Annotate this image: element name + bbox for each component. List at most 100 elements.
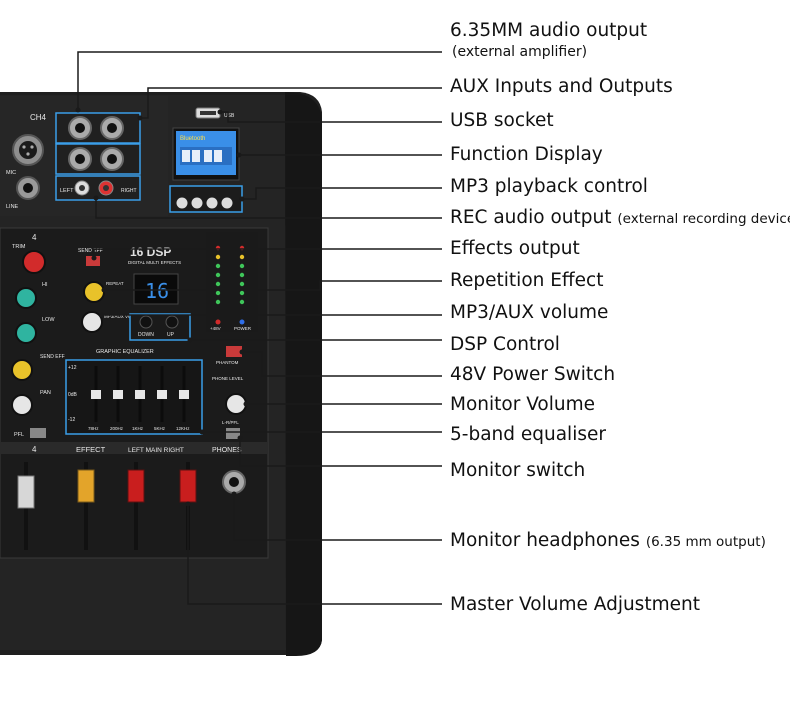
channel-number: 4 — [32, 233, 37, 242]
meter-led — [215, 263, 221, 269]
dsp-display-number: 16 — [145, 279, 169, 303]
down-label: DOWN — [138, 332, 154, 338]
display-brand: Bluetooth — [180, 136, 205, 142]
pfl-button[interactable] — [30, 428, 46, 438]
callout-dsp-control: DSP Control — [450, 334, 560, 355]
callout-monitor-switch: Monitor switch — [450, 460, 586, 481]
mp3-mode-button[interactable] — [221, 197, 233, 209]
callout-function-display: Function Display — [450, 144, 603, 165]
pfl-label: PFL — [14, 432, 24, 438]
callout-mp3-aux-volume: MP3/AUX volume — [450, 302, 609, 323]
mp3-play-button[interactable] — [206, 197, 218, 209]
effects-send-button[interactable] — [86, 256, 100, 266]
faders — [17, 462, 246, 550]
send-eff-label: SEND EFF — [40, 354, 65, 360]
main-left-fader[interactable] — [127, 469, 145, 503]
meter-led — [239, 299, 245, 305]
callout-usb-socket: USB socket — [450, 110, 554, 131]
geq-slider-3[interactable] — [157, 390, 167, 399]
line-label: LINE — [6, 204, 19, 210]
aux-jacks: LEFT RIGHT — [55, 112, 141, 201]
phone-level-label: PHONE LEVEL — [212, 376, 244, 381]
send-eff-top-label: SEND EFF — [78, 248, 103, 254]
callout-audio-output-note: (external amplifier) — [452, 44, 588, 60]
callout-mp3-control: MP3 playback control — [450, 176, 648, 197]
power-led — [239, 319, 245, 325]
ch4-strip-number: 4 — [32, 445, 37, 454]
mp3-aux-vol-knob[interactable] — [81, 311, 103, 333]
geq-slider-1[interactable] — [113, 390, 123, 399]
mp3-next-button[interactable] — [191, 197, 203, 209]
dsp-subtitle: DIGITAL MULTI EFFECTS — [128, 260, 181, 265]
geq-title: GRAPHIC EQUALIZER — [96, 349, 154, 355]
meter-power-label: POWER — [234, 326, 252, 331]
meter-led — [215, 254, 221, 260]
meter-led — [239, 254, 245, 260]
geq-slider-2[interactable] — [135, 390, 145, 399]
geq-band-label: 200Hz — [110, 426, 124, 431]
meter-led — [239, 263, 245, 269]
monitor-volume-knob[interactable] — [225, 393, 247, 415]
callout-aux-io: AUX Inputs and Outputs — [450, 76, 673, 97]
pan-knob[interactable] — [11, 394, 33, 416]
dsp-title: 16 DSP — [130, 245, 171, 259]
callout-master-volume: Master Volume Adjustment — [450, 594, 700, 615]
geq-slider-0[interactable] — [91, 390, 101, 399]
ch4-fader[interactable] — [17, 475, 35, 509]
pan-label: PAN — [40, 390, 51, 396]
phantom-switch[interactable] — [226, 346, 242, 357]
geq-band-label: 78Hz — [88, 426, 99, 431]
meter-48v-label: +48V — [210, 326, 221, 331]
phantom-led — [215, 319, 221, 325]
geq-plus-label: +12 — [68, 365, 77, 371]
low-label: LOW — [42, 317, 55, 323]
ch4-label: CH4 — [30, 113, 47, 122]
aux-left-label: LEFT — [60, 188, 74, 194]
phones-strip-label: PHONES — [212, 447, 242, 454]
send-eff-knob[interactable] — [11, 359, 33, 381]
monitor-switch[interactable] — [226, 428, 240, 439]
meter-led — [239, 281, 245, 287]
callout-audio-output: 6.35MM audio output — [450, 20, 648, 41]
trim-knob[interactable] — [22, 250, 46, 274]
meter-led — [239, 290, 245, 296]
hi-eq-knob[interactable] — [15, 287, 37, 309]
mp3-prev-button[interactable] — [176, 197, 188, 209]
callout-repetition-effect: Repetition Effect — [450, 270, 604, 291]
callout-dots — [75, 107, 249, 507]
low-eq-knob[interactable] — [15, 322, 37, 344]
geq-minus-label: -12 — [68, 417, 75, 423]
aux-right-label: RIGHT — [121, 188, 137, 194]
callout-headphones: Monitor headphones (6.35 mm output) — [450, 530, 766, 551]
callout-equaliser: 5-band equaliser — [450, 424, 606, 445]
geq-zero-label: 0dB — [68, 392, 78, 398]
meter-led — [215, 281, 221, 287]
hi-label: HI — [42, 282, 48, 288]
effect-fader[interactable] — [77, 469, 95, 503]
mic-label: MIC — [6, 170, 16, 176]
ch4-input-section: CH4 MIC LINE — [6, 113, 47, 210]
geq-band-label: 5KHz — [154, 426, 166, 431]
callout-monitor-volume: Monitor Volume — [450, 394, 596, 415]
repeat-label: REPEAT — [106, 281, 124, 286]
trim-label: TRIM — [12, 244, 26, 250]
dsp-section: 16 DSP DIGITAL MULTI EFFECTS SEND EFF RE… — [78, 245, 191, 341]
geq-slider-4[interactable] — [179, 390, 189, 399]
graphic-equalizer: GRAPHIC EQUALIZER +12 0dB -12 78Hz 200Hz 1… — [65, 349, 203, 435]
dsp-down-button[interactable] — [139, 315, 153, 329]
main-right-fader[interactable] — [179, 469, 197, 503]
main-strip-label: LEFT MAIN RIGHT — [128, 447, 184, 454]
effect-strip-label: EFFECT — [76, 445, 106, 454]
meter-led — [215, 299, 221, 305]
mp3-vol-label: MP3/AUX VOL — [104, 314, 135, 319]
up-label: UP — [167, 332, 175, 338]
geq-band-label: 1KHz — [132, 426, 144, 431]
ch4-controls: TRIM 4 HI LOW SEND EFF PAN PFL — [11, 233, 65, 438]
dsp-up-button[interactable] — [165, 315, 179, 329]
callout-lines — [77, 51, 442, 605]
geq-band-label: 12KHz — [176, 426, 190, 431]
repeat-knob[interactable] — [83, 281, 105, 303]
phantom-label: PHANTOM — [216, 360, 239, 365]
meter-led — [215, 290, 221, 296]
